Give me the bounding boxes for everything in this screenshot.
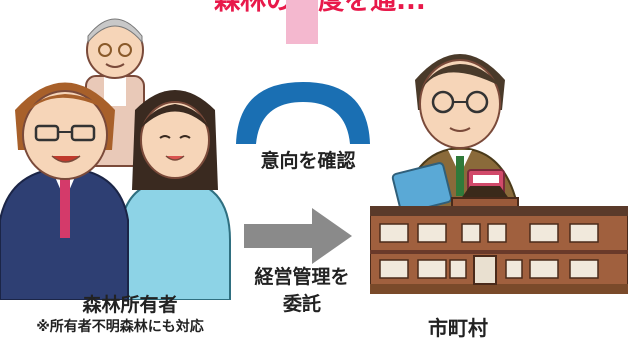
right-arrow-icon (244, 208, 352, 264)
arc-icon (236, 82, 370, 144)
top-title: 森林の制度を通... (214, 0, 426, 16)
forest-owners-illustration (0, 18, 231, 300)
forest-owners-label: 森林所有者 (82, 294, 178, 316)
municipality-label: 市町村 (428, 316, 488, 340)
entrust-management-label-line2: 委託 (282, 293, 321, 315)
unknown-owner-note: ※所有者不明森林にも対応 (36, 319, 204, 335)
municipality-illustration (370, 54, 628, 294)
entrust-management-label-line1: 経営管理を (254, 266, 350, 288)
young-man-figure (0, 82, 129, 300)
confirm-intention-label: 意向を確認 (260, 150, 356, 172)
pink-connector-bar (286, 0, 318, 44)
town-hall-building (370, 186, 628, 294)
woman-figure (119, 90, 231, 300)
